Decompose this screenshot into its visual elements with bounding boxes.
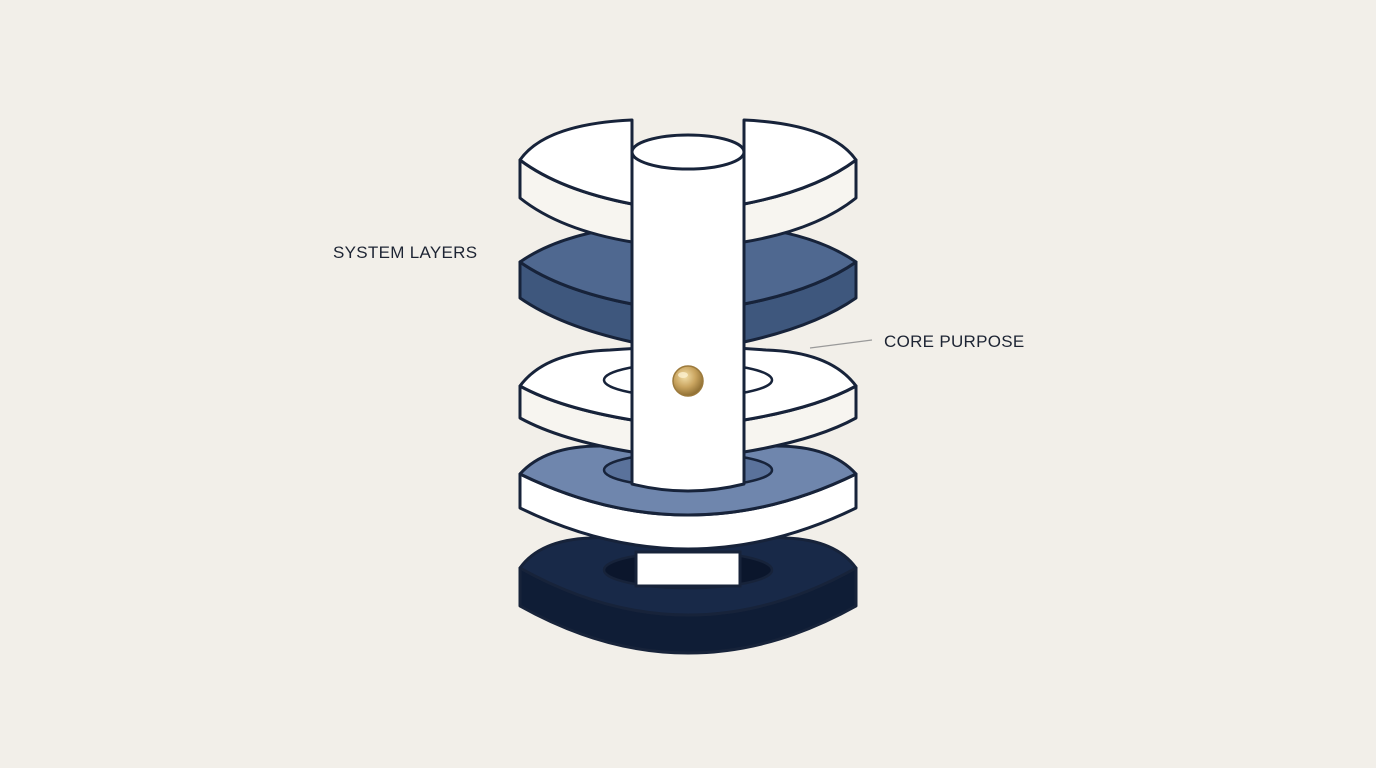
layer-1-white	[518, 118, 858, 244]
layer-2-mid-blue	[518, 224, 858, 344]
system-layers-label: SYSTEM LAYERS	[333, 243, 478, 262]
core-base-segment	[634, 550, 742, 588]
gold-sphere-highlight	[678, 372, 688, 378]
core-column	[630, 133, 746, 493]
gold-sphere-icon	[672, 365, 704, 397]
core-purpose-label: CORE PURPOSE	[884, 332, 1025, 351]
core-purpose-leader-line	[809, 339, 873, 349]
